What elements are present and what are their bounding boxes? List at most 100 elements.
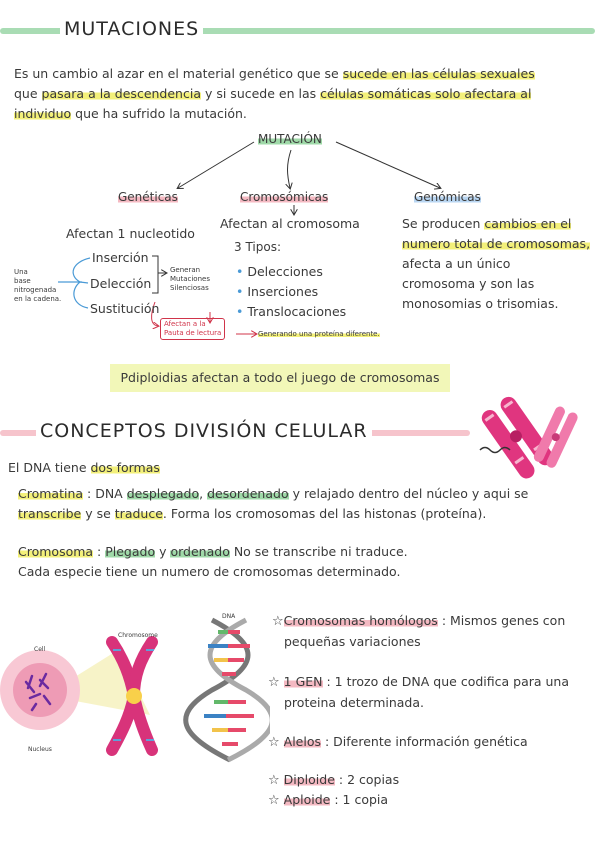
geneticas-item-sustitucion: Sustitución (90, 301, 160, 316)
intro-text-3: y si sucede en las (201, 86, 321, 101)
cell-icon (0, 650, 80, 730)
cromatina-text-2: , (199, 486, 208, 501)
cromosomicas-subtitle: Afectan al cromosoma (220, 216, 360, 231)
cromatina-highlight-4: traduce (114, 506, 163, 521)
mutacion-root-label: MUTACIÓN (258, 132, 322, 146)
definition-text-line2: pequeñas variaciones (284, 634, 421, 649)
geneticas-item-deleccion: Delección (90, 276, 152, 291)
cromosomicas-item-text: Translocaciones (247, 304, 347, 319)
cromatina-highlight-1: desplegado (126, 486, 200, 501)
cromatina-highlight-2: desordenado (207, 486, 289, 501)
genomicas-label-text: Genómicas (414, 190, 481, 204)
cromosoma-highlight-1: Plegado (105, 544, 156, 559)
cromatina-text-1: : DNA (83, 486, 127, 501)
chromosome-illustration (106, 636, 158, 756)
figure-label-chromosome: Chromosome (118, 632, 158, 639)
intro-paragraph: Es un cambio al azar en el material gené… (14, 64, 594, 124)
cromosoma-definition: Cromosoma : Plegado y ordenado No se tra… (18, 542, 593, 582)
title-underline-1 (0, 28, 595, 34)
definition-term: Alelos (283, 734, 321, 749)
cell-chromosome-dna-figure (0, 617, 270, 763)
generan-note-line: Generan (170, 266, 201, 274)
cromosomicas-item: • Inserciones (236, 284, 319, 299)
afectan-note-line: Pauta de lectura (164, 329, 222, 337)
generan-note-line: Mutaciones (170, 275, 210, 283)
intro-text-1: Es un cambio al azar en el material gené… (14, 66, 343, 81)
intro-highlight-3: células somáticas solo afectara al (320, 86, 532, 101)
star-icon: ☆ (268, 793, 280, 808)
result-note-text: Generando una proteína diferente. (258, 330, 380, 338)
cromosomicas-label-text: Cromosómicas (240, 190, 329, 204)
figure-label-nucleus: Nucleus (28, 746, 52, 753)
chromosome-icon (479, 396, 578, 479)
mutacion-root-node: MUTACIÓN (258, 132, 322, 146)
intro-text-2: que (14, 86, 42, 101)
definition-cromosomas-homologos: ☆Cromosomas homólogos : Mismos genes con… (272, 611, 597, 652)
star-icon: ☆ (268, 735, 280, 750)
genomicas-highlight-1: cambios en el (484, 216, 572, 231)
cromatina-definition: Cromatina : DNA desplegado, desordenado … (18, 484, 593, 524)
cromosomicas-item: • Delecciones (236, 264, 323, 279)
star-icon: ☆ (272, 614, 284, 629)
figure-label-cell: Cell (34, 646, 46, 653)
genomicas-text-3: cromosoma y son las (402, 276, 535, 291)
genomicas-highlight-2: numero total de cromosomas, (402, 236, 591, 251)
side-note-line: Una (14, 268, 28, 276)
geneticas-label-text: Genéticas (118, 190, 178, 204)
cromosomicas-item: • Translocaciones (236, 304, 347, 319)
cromosoma-text-2: y (155, 544, 171, 559)
definition-text: : 1 trozo de DNA que codifica para una (326, 674, 570, 689)
generan-note-line: Silenciosas (170, 284, 209, 292)
afectan-note-line: Afectan a la (164, 320, 206, 328)
section-title-mutaciones: MUTACIONES (60, 18, 204, 40)
cromosoma-text-1: : (93, 544, 106, 559)
definition-term: Aploide (283, 792, 331, 807)
star-icon: ☆ (268, 675, 280, 690)
definition-text-line2: proteina determinada. (284, 695, 425, 710)
definition-gen: ☆ 1 GEN : 1 trozo de DNA que codifica pa… (268, 672, 593, 713)
figure-label-dna: DNA (222, 613, 236, 620)
cromatina-text-3: y relajado dentro del núcleo y aqui se (288, 486, 529, 501)
section-title-conceptos: CONCEPTOS DIVISIÓN CELULAR (36, 420, 372, 442)
cromosoma-term: Cromosoma (18, 544, 94, 559)
genomicas-text-2: afecta a un único (402, 256, 511, 271)
cromosoma-text-3: No se transcribe ni traduce. (229, 544, 408, 559)
intro-highlight-2: pasara a la descendencia (41, 86, 201, 101)
cromatina-highlight-3: transcribe (18, 506, 82, 521)
star-icon: ☆ (268, 773, 280, 788)
cromosomicas-types-label: 3 Tipos: (234, 240, 281, 254)
definition-text: : 2 copias (338, 772, 400, 787)
definition-text: : Mismos genes con (441, 613, 566, 628)
side-note-line: base (14, 277, 31, 285)
definition-aploide: ☆ Aploide : 1 copia (268, 790, 593, 811)
genomicas-label: Genómicas (414, 190, 481, 204)
side-note-line: nitrogenada (14, 286, 57, 294)
geneticas-item-insercion: Inserción (92, 250, 149, 265)
dna-intro-text: El DNA tiene (8, 460, 91, 475)
cromosomicas-label: Cromosómicas (240, 190, 329, 204)
dna-intro: El DNA tiene dos formas (8, 458, 160, 478)
dna-helix-icon (183, 617, 270, 763)
definition-term: Cromosomas homólogos (283, 613, 438, 628)
dna-intro-highlight: dos formas (90, 460, 160, 475)
geneticas-label: Genéticas (118, 190, 178, 204)
cromosomicas-item-text: Inserciones (247, 284, 319, 299)
generan-note: Generan Mutaciones Silenciosas (170, 266, 210, 293)
poliploidias-box: Pdiploidias afectan a todo el juego de c… (110, 364, 450, 392)
cromosoma-highlight-2: ordenado (170, 544, 230, 559)
genomicas-text-4: monosomias o trisomias. (402, 296, 559, 311)
intro-text-4: que ha sufrido la mutación. (71, 106, 247, 121)
genomicas-text: Se producen cambios en el numero total d… (402, 214, 598, 314)
intro-highlight-4: individuo (14, 106, 72, 121)
definition-term: 1 GEN (283, 674, 323, 689)
side-note-line: en la cadena. (14, 295, 62, 303)
definition-term: Diploide (283, 772, 335, 787)
geneticas-subtitle: Afectan 1 nucleotido (66, 226, 195, 241)
genomicas-text-1: Se producen (402, 216, 485, 231)
cromatina-term: Cromatina (18, 486, 84, 501)
cromosoma-text-line2: Cada especie tiene un numero de cromosom… (18, 564, 401, 579)
definition-text: : 1 copia (334, 792, 389, 807)
geneticas-side-note: Una base nitrogenada en la cadena. (14, 268, 61, 304)
afectan-pauta-note: Afectan a la Pauta de lectura (160, 318, 226, 340)
definition-diploide: ☆ Diploide : 2 copias (268, 770, 593, 791)
